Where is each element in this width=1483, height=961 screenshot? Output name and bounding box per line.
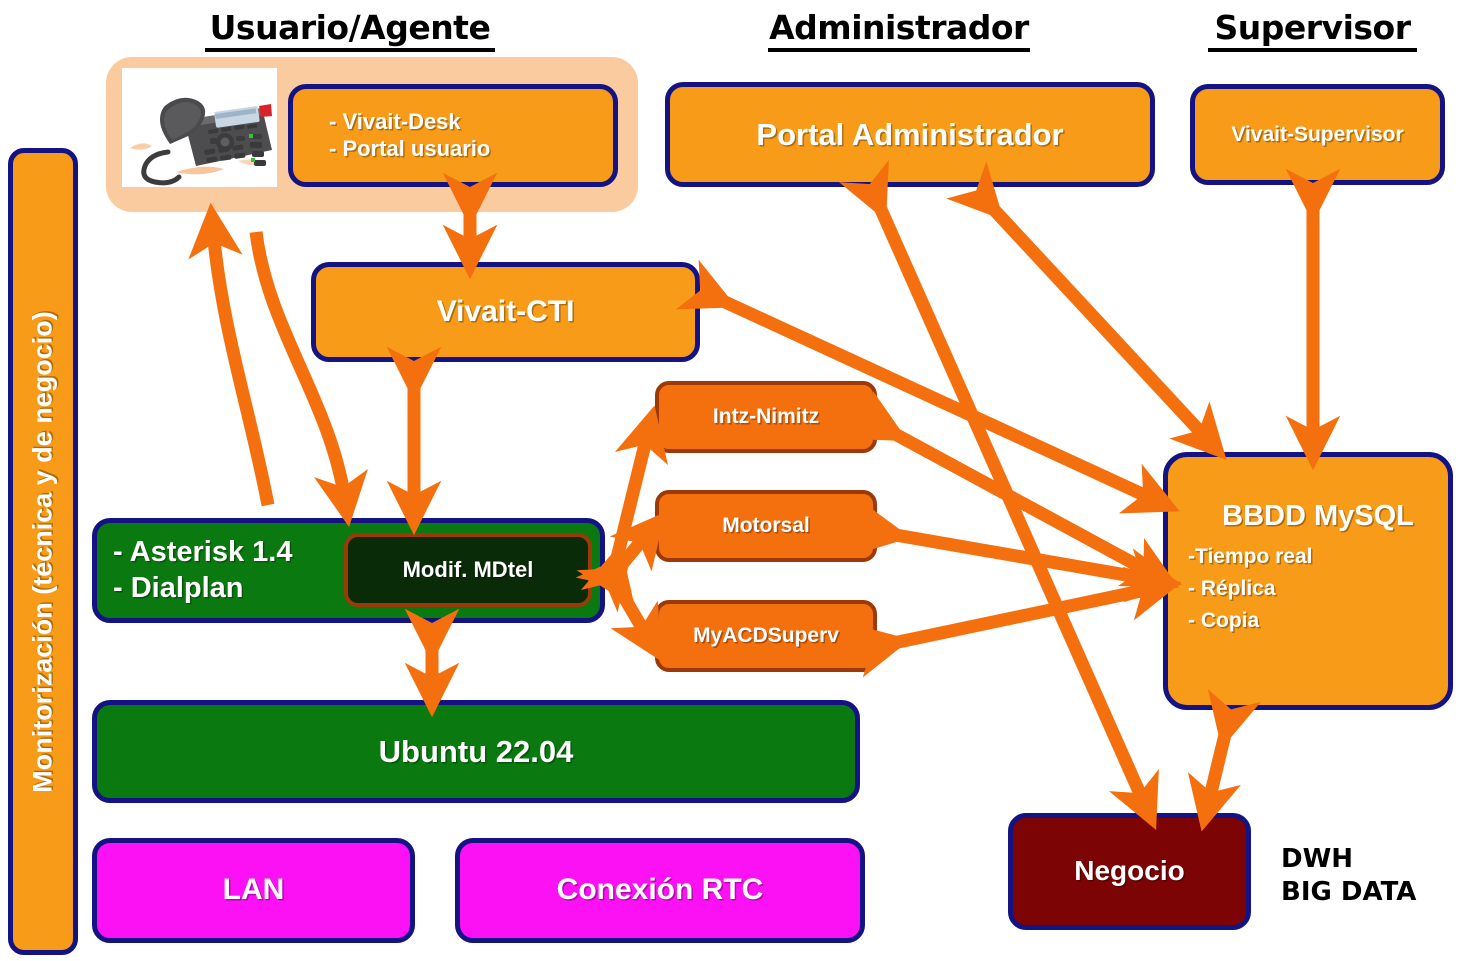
ip-desk-phone-photo <box>122 68 277 187</box>
arrow-asterisk-intznimitz <box>580 405 668 604</box>
portal-administrador-label: Portal Administrador <box>756 116 1064 152</box>
asterisk-line1: - Asterisk 1.4 <box>113 536 293 569</box>
arrow-asterisk-to-phone <box>188 202 275 507</box>
node-lan[interactable]: LAN <box>92 838 415 943</box>
lan-label: LAN <box>222 873 285 907</box>
node-modif-mdtel[interactable]: Modif. MDtel <box>344 533 592 607</box>
sidebar-monitorizacion[interactable]: Monitorización (técnica y de negocio) <box>8 148 78 955</box>
node-conexion-rtc[interactable]: Conexión RTC <box>455 838 865 943</box>
column-title-supervisor: Supervisor <box>1208 8 1417 52</box>
vivait-cti-label: Vivait-CTI <box>436 294 575 328</box>
arrow-motorsal-bbdd <box>852 501 1182 603</box>
column-title-usuario-agente: Usuario/Agente <box>205 8 495 52</box>
node-motorsal[interactable]: Motorsal <box>655 490 877 562</box>
arrow-intznimitz-bbdd <box>846 390 1179 589</box>
node-vivait-supervisor[interactable]: Vivait-Supervisor <box>1190 84 1445 185</box>
node-vivait-desk[interactable]: - Vivait-Desk - Portal usuario <box>288 84 618 187</box>
conexion-rtc-label: Conexión RTC <box>556 873 764 907</box>
node-ubuntu[interactable]: Ubuntu 22.04 <box>92 700 860 803</box>
arrow-asterisk-motorsal <box>575 511 666 613</box>
arrow-asterisk-myacdsuperv <box>576 542 662 662</box>
bbdd-mysql-item-1: - Réplica <box>1188 576 1276 600</box>
vivait-desk-line2: - Portal usuario <box>329 135 491 161</box>
ubuntu-label: Ubuntu 22.04 <box>378 733 574 769</box>
label-dwh-bigdata: DWH BIG DATA <box>1281 844 1417 907</box>
bbdd-mysql-item-2: - Copia <box>1188 608 1260 632</box>
bbdd-mysql-item-0: -Tiempo real <box>1188 545 1313 569</box>
arrow-portaladmin-bbdd <box>946 161 1227 460</box>
arrow-bbdd-negocio <box>1187 689 1261 832</box>
sidebar-label: Monitorización (técnica y de negocio) <box>27 310 58 793</box>
vivait-supervisor-label: Vivait-Supervisor <box>1231 122 1404 146</box>
node-intz-nimitz[interactable]: Intz-Nimitz <box>655 381 877 453</box>
node-portal-administrador[interactable]: Portal Administrador <box>665 82 1155 187</box>
node-vivait-cti[interactable]: Vivait-CTI <box>311 262 700 362</box>
node-negocio[interactable]: Negocio <box>1008 813 1251 930</box>
column-title-administrador: Administrador <box>768 8 1030 52</box>
modif-mdtel-label: Modif. MDtel <box>402 556 534 582</box>
bbdd-mysql-title: BBDD MySQL <box>1222 500 1414 532</box>
vivait-desk-line1: - Vivait-Desk <box>329 108 461 134</box>
myacdsuperv-label: MyACDSuperv <box>693 624 839 648</box>
node-myacdsuperv[interactable]: MyACDSuperv <box>655 600 877 672</box>
node-bbdd-mysql[interactable]: BBDD MySQL -Tiempo real - Réplica - Copi… <box>1163 452 1453 710</box>
arrow-portaladmin-negocio <box>838 159 1159 830</box>
asterisk-line2: - Dialplan <box>113 571 244 604</box>
intz-nimitz-label: Intz-Nimitz <box>712 405 820 429</box>
arrow-myacdsuperv-bbdd <box>851 566 1182 678</box>
negocio-label: Negocio <box>1074 855 1185 887</box>
motorsal-label: Motorsal <box>722 514 810 538</box>
